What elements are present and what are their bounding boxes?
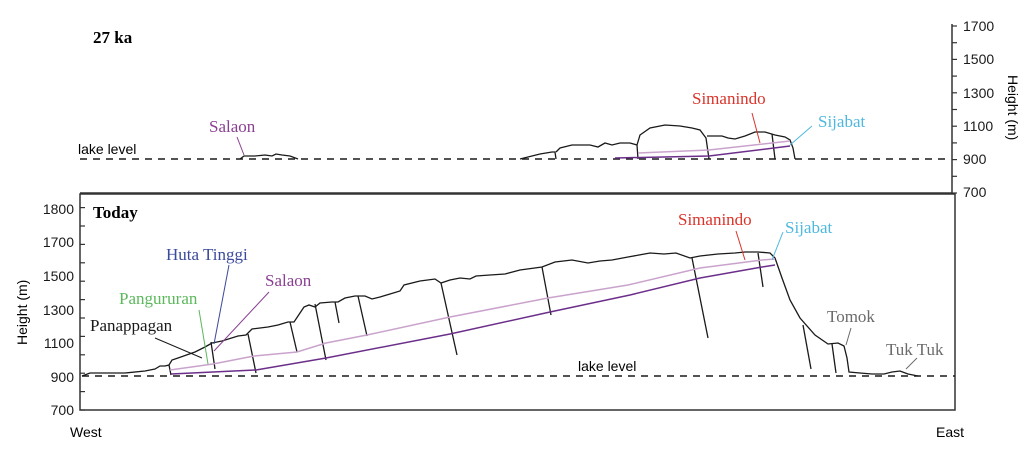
- faults: [168, 252, 837, 376]
- fault: [831, 343, 837, 374]
- tick-label: 1100: [44, 335, 74, 351]
- panel-27ka: 27 ka 1700 1500 1300 1100 900 700 Height…: [78, 18, 1021, 200]
- fault: [314, 303, 327, 361]
- label-huta-tinggi: Huta Tinggi: [166, 245, 248, 264]
- label-sijabat: Sijabat: [785, 218, 832, 237]
- fault: [334, 301, 340, 324]
- leader-simanindo: [751, 112, 761, 144]
- leader-simanindo: [735, 230, 746, 261]
- label-sijabat: Sijabat: [818, 112, 865, 131]
- tick-label: 900: [51, 369, 75, 385]
- terrain-today: [81, 251, 919, 377]
- ignimbrite-lower: [170, 264, 776, 375]
- tick-label: 1100: [963, 118, 993, 134]
- label-salaon: Salaon: [209, 117, 256, 136]
- panel-today: Today 1800 1700 1500 1300 1100 900 700 H…: [14, 193, 956, 418]
- leader-sijabat: [789, 125, 813, 146]
- ignimbrite-lower: [614, 145, 791, 159]
- leader-huta-tinggi: [213, 264, 230, 345]
- label-pangururan: Pangururan: [119, 289, 198, 308]
- terrain-east-27ka: [519, 124, 796, 160]
- lake-level-label: lake level: [78, 141, 136, 157]
- direction-west: West: [70, 424, 102, 440]
- label-panappagan: Panappagan: [90, 316, 173, 335]
- panel-title-today: Today: [93, 203, 138, 222]
- fault: [289, 321, 298, 353]
- tick-label: 1300: [43, 302, 74, 318]
- label-simanindo: Simanindo: [692, 89, 766, 108]
- fault: [771, 133, 776, 160]
- direction-east: East: [936, 424, 964, 440]
- fault: [757, 252, 764, 288]
- panel-frame: [79, 193, 956, 411]
- leader-pangururan: [198, 309, 209, 365]
- tick-label: 1700: [963, 18, 994, 34]
- tick-label: 1700: [43, 234, 74, 250]
- left-axis-ticks: [80, 207, 85, 411]
- fault: [440, 282, 458, 356]
- tick-label: 1300: [963, 85, 994, 101]
- tick-label: 700: [963, 184, 987, 200]
- leader-sijabat: [771, 231, 784, 261]
- y-axis-label: Height (m): [1005, 75, 1021, 140]
- lake-level-label: lake level: [578, 358, 636, 374]
- label-salaon: Salaon: [265, 271, 312, 290]
- ignimbrite-upper: [169, 258, 776, 371]
- fault: [357, 295, 368, 337]
- leader-salaon: [236, 136, 245, 156]
- label-tomok: Tomok: [827, 307, 875, 326]
- fault: [802, 324, 812, 370]
- leader-salaon: [213, 291, 270, 352]
- terrain-salaon-27ka: [239, 153, 299, 160]
- fault: [636, 144, 639, 160]
- label-tuk-tuk: Tuk Tuk: [886, 340, 944, 359]
- leader-tuk-tuk: [905, 357, 918, 370]
- label-simanindo: Simanindo: [678, 210, 752, 229]
- y-axis-label: Height (m): [14, 280, 30, 345]
- fault: [541, 266, 552, 316]
- right-axis-ticks: [952, 25, 957, 194]
- ignimbrite-upper: [637, 140, 791, 154]
- tick-label: 700: [51, 402, 75, 418]
- tick-label: 1500: [43, 268, 74, 284]
- leader-tomok: [845, 327, 852, 346]
- tick-label: 900: [963, 151, 987, 167]
- tick-label: 1500: [963, 51, 994, 67]
- tick-label: 1800: [43, 201, 74, 217]
- leader-panappagan: [154, 337, 203, 359]
- fault: [691, 257, 709, 339]
- panel-title-27ka: 27 ka: [93, 28, 133, 47]
- fault: [247, 333, 257, 374]
